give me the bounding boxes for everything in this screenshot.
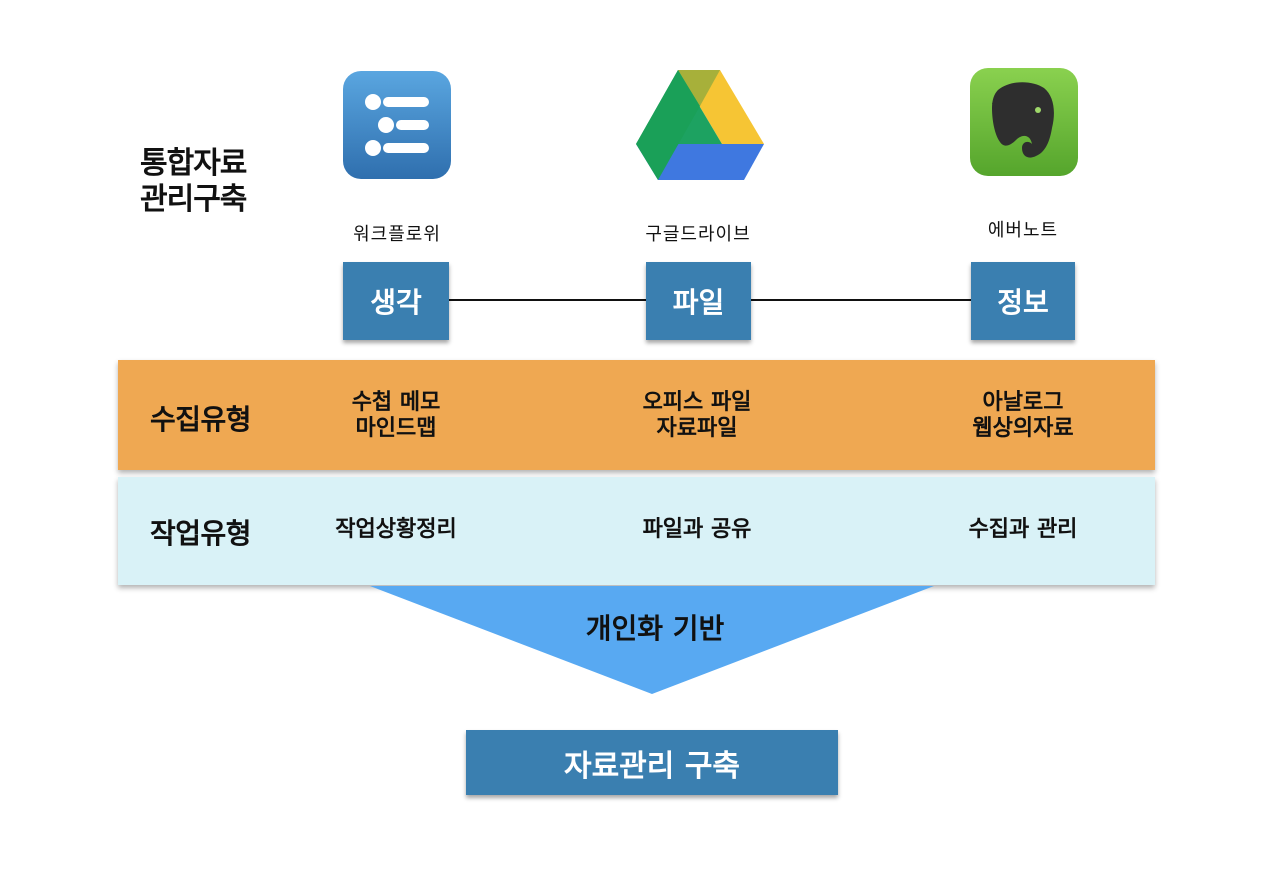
result-box: 자료관리 구축 [466,730,838,795]
google-drive-icon [634,66,766,182]
title-line-2: 관리구축 [140,182,247,217]
title-line-1: 통합자료 [140,146,247,181]
evernote-icon [970,68,1078,176]
collect-cell-line: 자료파일 [656,416,738,441]
collect-type-band [118,360,1155,470]
work-cell-workflowy: 작업상황정리 [335,517,457,542]
personalization-base-label: 개인화 기반 [585,612,725,645]
collect-cell-line: 오피스 파일 [642,390,752,415]
work-cell-google-drive: 파일과 공유 [642,517,752,542]
workflowy-icon [343,71,451,179]
personalization-triangle [370,586,934,694]
collect-cell-line: 마인드맵 [355,416,437,441]
work-type-band [118,477,1155,585]
node-file: 파일 [646,262,751,340]
app-label-workflowy: 워크플로위 [353,224,441,245]
node-info: 정보 [971,262,1075,340]
work-type-label: 작업유형 [150,517,252,550]
collect-type-label: 수집유형 [150,403,252,436]
app-label-google-drive: 구글드라이브 [645,224,751,245]
diagram-title: 통합자료 관리구축 [140,146,290,218]
connector-line [751,299,971,301]
collect-cell-line: 수첩 메모 [351,390,441,415]
app-label-evernote: 에버노트 [987,220,1059,241]
node-thought: 생각 [343,262,449,340]
collect-cell-evernote: 아날로그 웹상의자료 [893,390,1153,442]
collect-cell-line: 아날로그 [982,390,1064,415]
work-cell-evernote: 수집과 관리 [968,517,1078,542]
collect-cell-line: 웹상의자료 [972,416,1074,441]
connector-line [449,299,646,301]
collect-cell-google-drive: 오피스 파일 자료파일 [567,390,827,442]
collect-cell-workflowy: 수첩 메모 마인드맵 [266,390,526,442]
